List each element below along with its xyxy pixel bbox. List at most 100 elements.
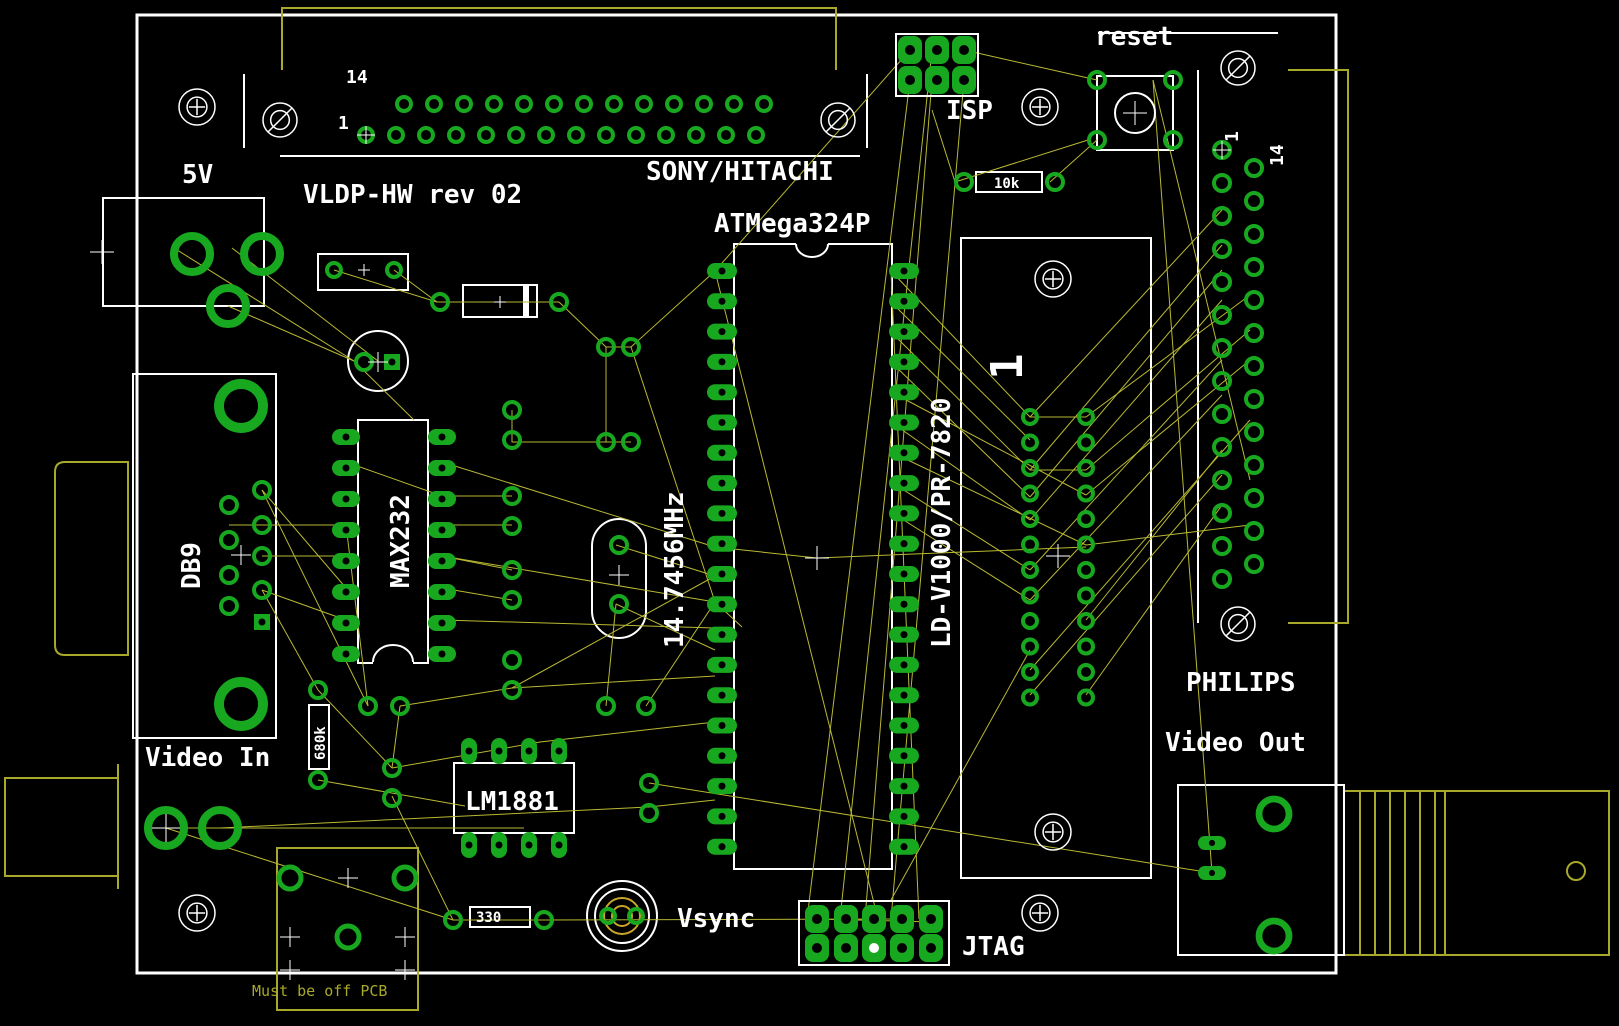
mcu-pin xyxy=(889,566,919,582)
capacitor-pad xyxy=(382,758,402,778)
philips-pin xyxy=(1244,422,1264,442)
isp-pin xyxy=(898,36,922,64)
max232-pin xyxy=(332,646,360,662)
video-out-label: Video Out xyxy=(1165,728,1306,758)
r680k-label: 680k xyxy=(313,726,329,760)
mounting-holes xyxy=(178,50,1256,932)
lm1881-label: LM1881 xyxy=(465,787,559,817)
mcu-pin xyxy=(889,505,919,522)
capacitor-pad xyxy=(382,788,402,808)
power-jack-pin xyxy=(169,231,215,277)
jtag-pin xyxy=(919,934,943,962)
jtag-outline xyxy=(798,900,950,966)
capacitor-pad xyxy=(639,773,659,793)
ld-pin xyxy=(1021,663,1039,681)
ld-pin xyxy=(1077,663,1095,681)
laserdisc-label: LD-V1000/PR-7820 xyxy=(927,398,957,648)
capacitor-pad xyxy=(639,803,659,823)
db9-mount xyxy=(214,379,268,433)
jtag-pin xyxy=(834,905,858,933)
mcu-pin xyxy=(707,747,737,764)
origin-marker xyxy=(231,545,251,565)
philips-pin xyxy=(1212,503,1232,523)
cap-pad xyxy=(384,354,400,370)
mcu-pin xyxy=(889,414,919,431)
philips-pin xyxy=(1212,305,1232,325)
lm1881-pin xyxy=(551,832,567,858)
mcu-pin xyxy=(707,596,737,613)
diode-pad xyxy=(549,292,569,312)
mcu-pin xyxy=(707,384,737,401)
origin-marker xyxy=(1046,544,1070,568)
mcu-pin xyxy=(889,384,919,401)
origin-marker xyxy=(1213,141,1231,159)
origin-marker xyxy=(395,960,415,980)
sony-pin xyxy=(687,126,705,144)
mcu-pin xyxy=(889,263,919,279)
ld-pin xyxy=(1077,637,1095,656)
db9-pin xyxy=(219,596,239,616)
max232-pin xyxy=(332,522,360,538)
philips-pin xyxy=(1244,356,1264,376)
mcu-pin xyxy=(707,808,737,825)
mounting-hole xyxy=(1034,813,1072,851)
jtag-pin xyxy=(862,934,886,962)
max232-pin xyxy=(332,429,360,445)
sony-pin xyxy=(597,126,615,144)
video-out-pin xyxy=(1198,836,1226,850)
db9-pin xyxy=(254,614,270,630)
component-pads xyxy=(90,33,1293,980)
philips-pin xyxy=(1212,536,1232,556)
lm1881-pin xyxy=(461,832,477,858)
pot-pin xyxy=(391,864,419,892)
max232-pin xyxy=(428,646,456,662)
isp-pin xyxy=(952,66,976,94)
mcu-pin xyxy=(707,535,737,552)
jtag-pin xyxy=(919,905,943,933)
isp-pin xyxy=(952,36,976,64)
lm1881-pin xyxy=(461,738,477,764)
origin-marker xyxy=(494,296,506,308)
mcu-pin xyxy=(707,717,737,734)
mcu-pin xyxy=(889,535,919,552)
r330-label: 330 xyxy=(476,910,501,926)
mounting-hole xyxy=(178,894,216,932)
mcu-pin xyxy=(889,475,919,492)
ld-pin xyxy=(1077,688,1095,707)
max232-pin xyxy=(332,553,360,569)
isp-outline xyxy=(895,33,979,97)
mcu-pin xyxy=(707,505,737,522)
r680k-pad xyxy=(308,770,328,790)
reset-label: reset xyxy=(1095,22,1173,52)
jtag-pin xyxy=(862,905,886,933)
video-in-label: Video In xyxy=(145,743,270,773)
sony-pin xyxy=(387,126,405,144)
philips-pin xyxy=(1212,404,1232,424)
db9-pin xyxy=(252,546,272,566)
power-jack-pin xyxy=(205,283,251,329)
mcu-pin xyxy=(889,596,919,613)
pot-pin xyxy=(334,923,362,951)
mcu-label: ATMega324P xyxy=(714,209,871,239)
mcu-pin xyxy=(889,656,919,673)
ld-pin xyxy=(1021,561,1039,579)
jtag-label: JTAG xyxy=(962,932,1025,962)
philips-pin xyxy=(1244,389,1264,409)
sony-pin xyxy=(725,95,743,113)
r10k-label: 10k xyxy=(994,176,1020,192)
max232-pin xyxy=(332,460,360,476)
philips-pin xyxy=(1212,569,1232,589)
max232-pin xyxy=(428,553,456,569)
reset-pin xyxy=(1087,70,1107,90)
philips-label: PHILIPS xyxy=(1186,668,1296,698)
db9-label: DB9 xyxy=(177,542,207,589)
mounting-hole xyxy=(1021,894,1059,932)
pin1-top-label: 1 xyxy=(338,113,349,134)
crystal-pin xyxy=(609,594,629,614)
max232-pin xyxy=(428,584,456,600)
capacitor-pad xyxy=(621,337,641,357)
mcu-pin xyxy=(889,323,919,340)
max232-pin xyxy=(428,615,456,631)
off-pcb-note: Must be off PCB xyxy=(252,982,387,1000)
philips-pin xyxy=(1244,455,1264,475)
